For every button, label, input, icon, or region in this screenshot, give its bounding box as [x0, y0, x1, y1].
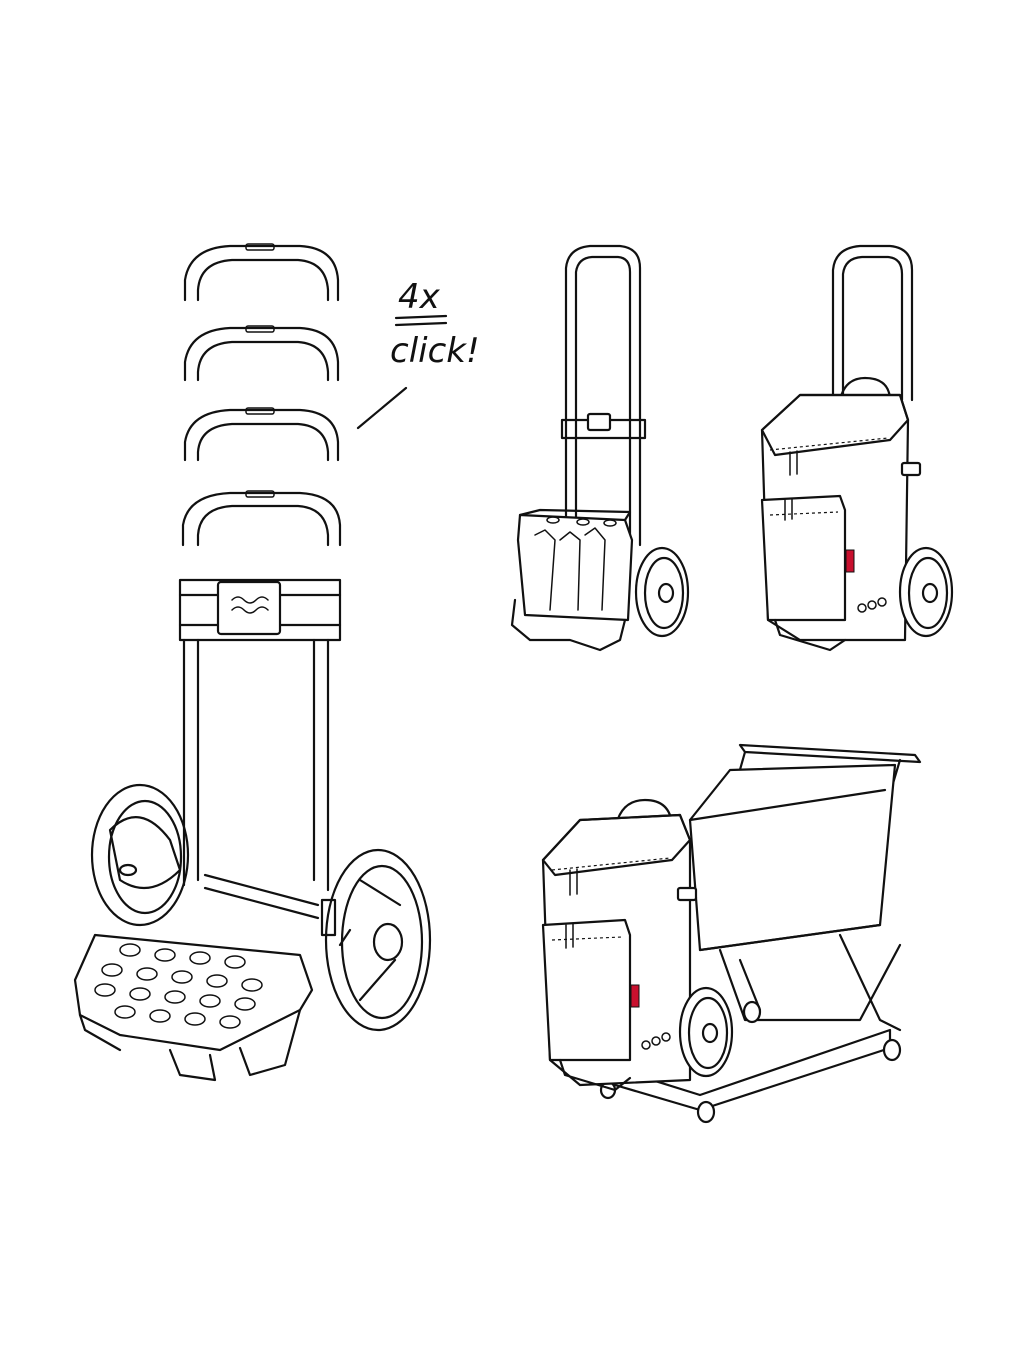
cart-caster: [742, 1000, 762, 1024]
wheel-hub: [372, 922, 404, 962]
right-wheel: [320, 848, 432, 1032]
handle-release-button: [216, 580, 282, 636]
cart-caster: [882, 1038, 902, 1062]
click-annotation: 4x click!: [356, 277, 480, 430]
trolley-frame-extended: [73, 243, 432, 1082]
trolley-with-shopping-bag: [760, 244, 954, 652]
foot-plate: [73, 933, 314, 1082]
annotation-action: click!: [390, 331, 480, 371]
annotation-count: 4x: [398, 277, 441, 317]
trolley-attached-to-shopping-cart: [541, 743, 922, 1124]
cart-caster: [696, 1100, 716, 1124]
handle-positions: [181, 243, 342, 547]
cart-push-handle: [738, 743, 922, 764]
left-wheel: [90, 783, 190, 927]
brand-tag: [630, 984, 640, 1008]
trolley-with-bottle-crate: [510, 244, 690, 652]
annotation-pointer-line: [356, 386, 408, 430]
brand-tag: [845, 549, 855, 573]
